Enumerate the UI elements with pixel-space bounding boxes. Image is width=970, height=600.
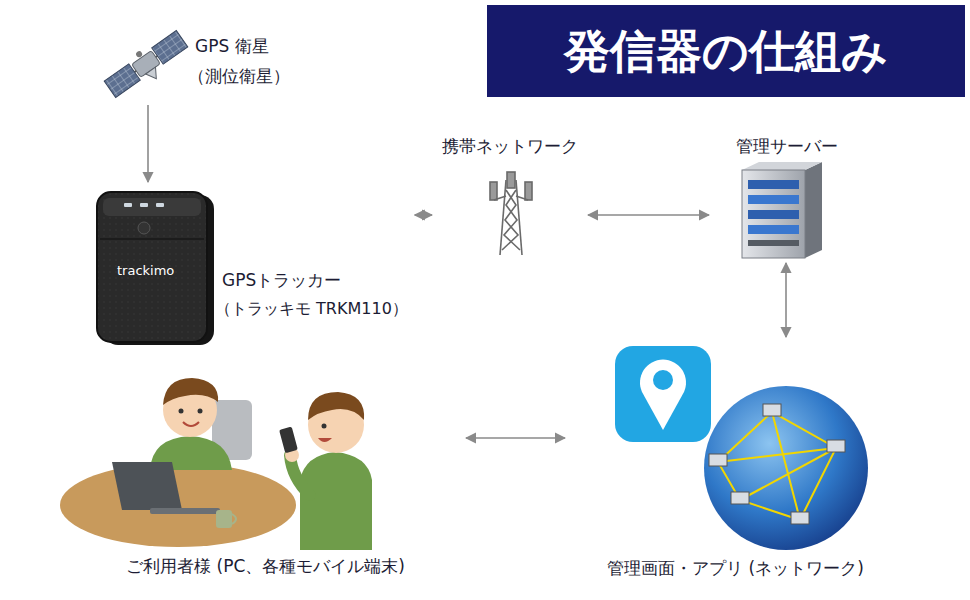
icon-node: 携帯ネットワーク (435, 132, 585, 257)
users-illustration-part (198, 409, 203, 414)
server-tower (742, 162, 822, 258)
app-icon-part (640, 360, 686, 430)
cell-tower-part (507, 172, 515, 188)
network-globe-part (731, 492, 749, 504)
cell-tower-part (516, 180, 522, 255)
node-label: GPSトラッカー (222, 268, 341, 292)
users-illustration-part (216, 510, 232, 528)
server-tower-part (748, 195, 799, 204)
users-illustration-part (163, 378, 218, 405)
users-illustration-part (150, 508, 220, 514)
tracker-device-part (103, 198, 201, 216)
title-band: 発信器の仕組み (487, 5, 965, 97)
tracker-device-part (100, 238, 204, 240)
tracker-device-part (138, 222, 150, 234)
icon-node: 管理画面・アプリ (ネットワーク) (568, 340, 903, 590)
connector-arrow (785, 263, 787, 337)
cell-tower-part (490, 182, 497, 200)
node-label: （トラッキモ TRKM110） (215, 297, 408, 321)
server-tower-part (742, 170, 805, 258)
title: 発信器の仕組み (487, 5, 965, 97)
cell-tower-part (525, 182, 532, 200)
server-tower-part (748, 210, 799, 219)
users-illustration-part (183, 422, 199, 426)
cell-tower-part (516, 196, 528, 200)
satellite-icon (101, 26, 192, 104)
node-label: 管理画面・アプリ (ネットワーク) (607, 556, 864, 580)
connector-arrow (147, 105, 149, 182)
users-illustration-part (318, 438, 332, 442)
network-globe-part (718, 412, 836, 520)
connector-arrow (466, 437, 565, 439)
users-illustration-part (279, 427, 298, 454)
users-illustration-part (112, 462, 182, 510)
network-globe-part (704, 386, 868, 550)
server-tower-part (748, 180, 799, 189)
connector-arrow (588, 214, 709, 216)
tracker-device-part (97, 192, 207, 342)
satellite-icon-part (135, 50, 143, 58)
tracker-device-part (124, 203, 132, 207)
server-tower-part (805, 162, 822, 258)
users-illustration-part (232, 514, 236, 524)
node-label: 管理サーバー (736, 134, 838, 158)
app-icon-part (653, 370, 673, 390)
satellite-icon-part (146, 67, 162, 82)
app-icon (615, 346, 711, 442)
network-globe-part (718, 412, 836, 520)
network-globe-part (791, 512, 809, 524)
cell-tower-part (500, 180, 506, 255)
icon-node: 管理サーバー (712, 132, 862, 260)
server-tower-part (748, 240, 799, 246)
users-illustration-part (308, 392, 364, 420)
node-label: ご利用者様 (PC、各種モバイル端末) (126, 554, 405, 578)
users-illustration-part (322, 424, 327, 429)
node-label: 携帯ネットワーク (442, 134, 578, 158)
node-label: （測位衛星） (188, 64, 290, 88)
network-globe-part (763, 404, 781, 416)
network-globe-part (709, 404, 845, 524)
network-globe-part (827, 440, 845, 452)
node-label: GPS 衛星 (195, 34, 269, 58)
users-illustration-part (60, 463, 296, 547)
network-globe (704, 386, 868, 550)
brand-label: trackimo (117, 263, 174, 278)
users-illustration (60, 378, 372, 550)
cell-tower (490, 172, 532, 255)
tracker-device-part (140, 203, 148, 207)
server-tower-part (742, 162, 822, 170)
users-illustration-part (179, 409, 184, 414)
icon-node: ご利用者様 (PC、各種モバイル端末) (68, 368, 463, 590)
tracker-device (97, 192, 214, 345)
server-tower-part (748, 225, 799, 234)
network-globe-part (718, 412, 836, 520)
cell-tower-part (494, 196, 506, 200)
app-icon-part (615, 346, 711, 442)
tracker-device-part (156, 203, 164, 207)
icon-node: GPS 衛星 （測位衛星） (100, 30, 335, 102)
cell-tower-part (504, 190, 520, 250)
users-illustration-part (300, 452, 372, 550)
connector-arrow (415, 214, 432, 216)
network-globe-part (709, 454, 727, 466)
